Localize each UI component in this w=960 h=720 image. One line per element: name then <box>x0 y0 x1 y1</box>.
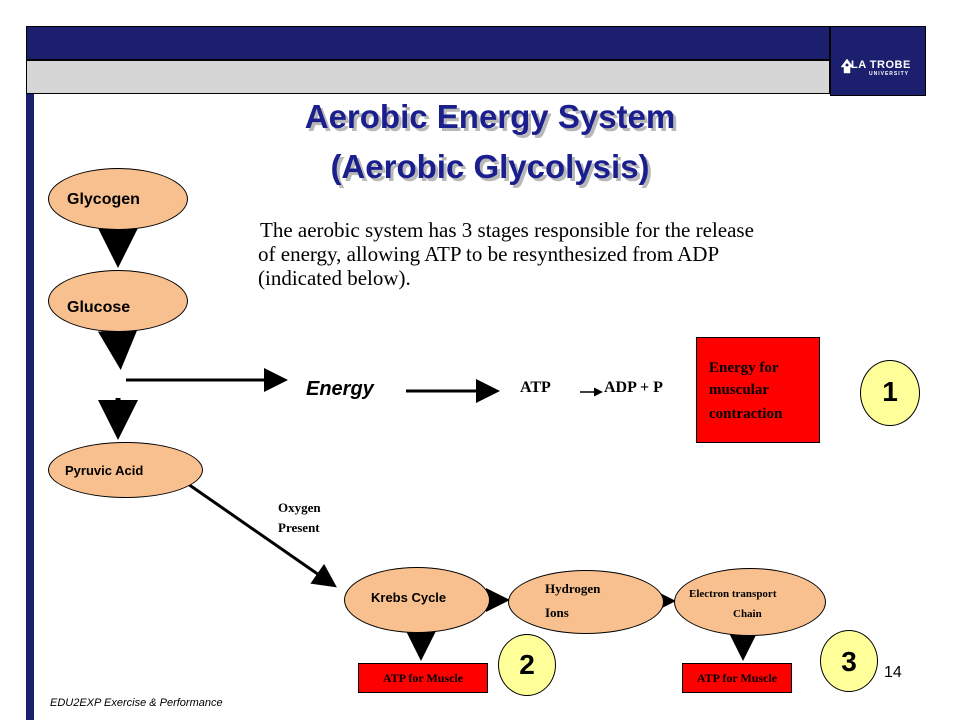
krebs-cycle-node: Krebs Cycle <box>344 567 490 633</box>
pyruvic-acid-node: Pyruvic Acid <box>48 442 203 498</box>
redbox-line-3: contraction <box>709 406 783 422</box>
stage-3-badge: 3 <box>820 630 878 692</box>
logo-text: LA TROBE <box>851 59 911 71</box>
logo-subtext: UNIVERSITY <box>869 71 910 77</box>
energy-label: Energy <box>306 378 374 400</box>
slide-title-line-2: (Aerobic Glycolysis) <box>330 148 650 185</box>
stage-1-badge: 1 <box>860 360 920 426</box>
oxygen-label-line-1: Oxygen <box>278 500 321 515</box>
footer-course-label: EDU2EXP Exercise & Performance <box>50 697 223 709</box>
slide-title-line-1: Aerobic Energy System <box>304 98 676 135</box>
redbox-line-1: Energy for <box>709 360 779 376</box>
page-number: 14 <box>884 664 902 681</box>
university-logo: LA TROBE UNIVERSITY <box>830 26 926 96</box>
oxygen-label-line-2: Present <box>278 520 320 535</box>
header-bar-bottom <box>26 60 830 94</box>
header-bar-top <box>26 26 830 60</box>
intro-line-1: The aerobic system has 3 stages responsi… <box>260 218 754 242</box>
arrow-pyruvic-krebs <box>187 482 337 588</box>
hydrogen-ions-node: Hydrogen Ions <box>508 570 664 634</box>
energy-for-muscular-contraction-box: Energy for muscular contraction <box>696 337 820 443</box>
adp-p-label: ADP + P <box>604 379 663 396</box>
left-vertical-rule <box>26 94 34 720</box>
arrow-glucose-down <box>97 328 138 370</box>
atp-label: ATP <box>520 379 551 396</box>
intro-paragraph: The aerobic system has 3 stages responsi… <box>258 218 898 290</box>
intro-line-3: (indicated below). <box>258 266 411 290</box>
atp-for-muscle-box-right: ATP for Muscle <box>682 663 792 693</box>
logo-emblem-icon <box>840 58 854 74</box>
glycogen-node: Glycogen <box>48 168 188 230</box>
atp-for-muscle-box-left: ATP for Muscle <box>358 663 488 693</box>
intro-line-2: of energy, allowing ATP to be resynthesi… <box>258 242 720 266</box>
electron-transport-chain-node: Electron transport Chain <box>674 568 826 636</box>
stage-2-badge: 2 <box>498 634 556 696</box>
redbox-line-2: muscular <box>709 382 769 398</box>
glucose-node: Glucose <box>48 270 188 332</box>
